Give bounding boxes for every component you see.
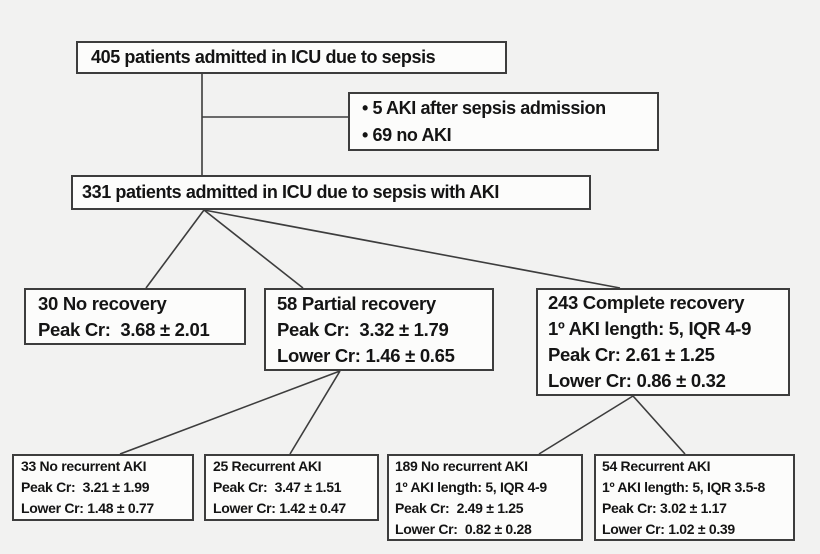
recurrent-complete-peak-cr: Peak Cr: 3.02 ± 1.17: [602, 499, 727, 516]
node-no-recovery: 30 No recovery Peak Cr: 3.68 ± 2.01: [24, 288, 246, 345]
connector-complete-to-no-recurrent: [538, 395, 634, 455]
node-sepsis-with-aki: 331 patients admitted in ICU due to seps…: [71, 175, 591, 210]
complete-recovery-peak-cr: Peak Cr: 2.61 ± 1.25: [548, 344, 715, 365]
exclusion-no-aki: • 69 no AKI: [362, 124, 452, 145]
connector-complete-to-recurrent: [632, 395, 686, 455]
node-recurrent-aki-complete: 54 Recurrent AKI 1º AKI length: 5, IQR 3…: [594, 454, 795, 541]
no-recurrent-complete-aki-length: 1º AKI length: 5, IQR 4-9: [395, 478, 547, 495]
connector-aki-to-partial: [203, 209, 304, 289]
no-recurrent-partial-count: 33 No recurrent AKI: [21, 458, 147, 474]
node-sepsis-admissions-text: 405 patients admitted in ICU due to seps…: [91, 47, 436, 67]
complete-recovery-count: 243 Complete recovery: [548, 292, 745, 313]
node-recurrent-aki-partial: 25 Recurrent AKI Peak Cr: 3.47 ± 1.51 Lo…: [204, 454, 379, 521]
recurrent-partial-peak-cr: Peak Cr: 3.47 ± 1.51: [213, 479, 342, 495]
no-recurrent-complete-lower-cr: Lower Cr: 0.82 ± 0.28: [395, 520, 532, 537]
connector-aki-to-no-recovery: [145, 209, 205, 289]
node-sepsis-admissions: 405 patients admitted in ICU due to seps…: [76, 41, 507, 74]
recurrent-complete-count: 54 Recurrent AKI: [602, 457, 711, 474]
recurrent-complete-aki-length: 1º AKI length: 5, IQR 3.5-8: [602, 478, 765, 495]
node-sepsis-with-aki-text: 331 patients admitted in ICU due to seps…: [82, 182, 500, 202]
partial-recovery-peak-cr: Peak Cr: 3.32 ± 1.79: [277, 318, 449, 340]
node-complete-recovery: 243 Complete recovery 1º AKI length: 5, …: [536, 288, 790, 396]
connector-partial-to-recurrent: [289, 370, 341, 455]
node-exclusions: • 5 AKI after sepsis admission • 69 no A…: [348, 92, 659, 151]
no-recurrent-complete-count: 189 No recurrent AKI: [395, 457, 528, 474]
connector-partial-to-no-recurrent: [119, 370, 341, 455]
recurrent-partial-lower-cr: Lower Cr: 1.42 ± 0.47: [213, 500, 346, 516]
no-recurrent-partial-lower-cr: Lower Cr: 1.48 ± 0.77: [21, 500, 154, 516]
complete-recovery-lower-cr: Lower Cr: 0.86 ± 0.32: [548, 370, 726, 391]
node-no-recurrent-aki-complete: 189 No recurrent AKI 1º AKI length: 5, I…: [387, 454, 583, 541]
node-no-recurrent-aki-partial: 33 No recurrent AKI Peak Cr: 3.21 ± 1.99…: [12, 454, 194, 521]
recurrent-complete-lower-cr: Lower Cr: 1.02 ± 0.39: [602, 520, 735, 537]
partial-recovery-lower-cr: Lower Cr: 1.46 ± 0.65: [277, 344, 455, 366]
exclusion-aki-after-admission: • 5 AKI after sepsis admission: [362, 97, 606, 118]
recurrent-partial-count: 25 Recurrent AKI: [213, 458, 322, 474]
connector-aki-to-complete: [203, 209, 621, 289]
no-recurrent-partial-peak-cr: Peak Cr: 3.21 ± 1.99: [21, 479, 150, 495]
node-partial-recovery: 58 Partial recovery Peak Cr: 3.32 ± 1.79…: [264, 288, 494, 371]
no-recurrent-complete-peak-cr: Peak Cr: 2.49 ± 1.25: [395, 499, 524, 516]
no-recovery-count: 30 No recovery: [38, 292, 167, 314]
no-recovery-peak-cr: Peak Cr: 3.68 ± 2.01: [38, 318, 210, 340]
partial-recovery-count: 58 Partial recovery: [277, 292, 436, 314]
complete-recovery-aki-length: 1º AKI length: 5, IQR 4-9: [548, 318, 752, 339]
